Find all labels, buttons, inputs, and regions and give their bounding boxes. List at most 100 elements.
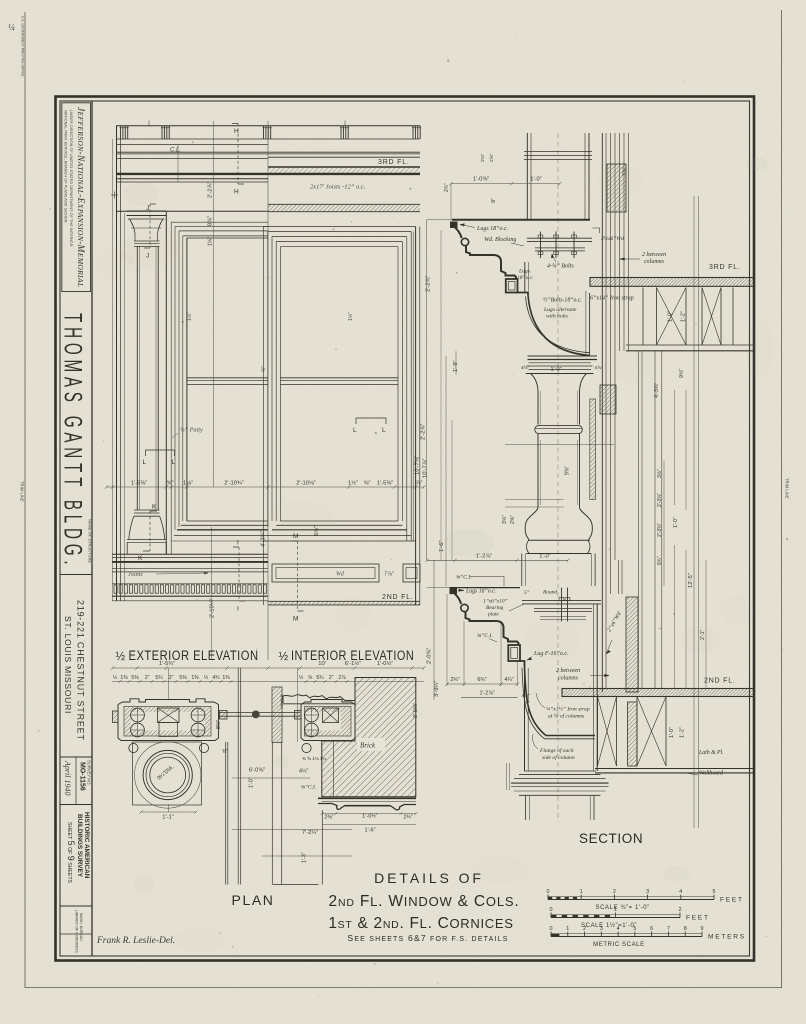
svg-text:1: 1 <box>614 907 617 913</box>
svg-text:2x17' Joists -12” o.c.: 2x17' Joists -12” o.c. <box>310 184 366 191</box>
svg-text:at ℅ of columns: at ℅ of columns <box>548 713 584 720</box>
svg-text:4¼”: 4¼” <box>504 677 513 683</box>
svg-text:5⅜: 5⅜ <box>179 675 187 681</box>
svg-text:9: 9 <box>701 926 704 932</box>
svg-text:J: J <box>146 205 149 212</box>
svg-text:INTERIOR ELEVATION: INTERIOR ELEVATION <box>291 648 414 664</box>
svg-text:Bearing: Bearing <box>486 605 504 611</box>
svg-text:2: 2 <box>613 889 616 895</box>
svg-text:L: L <box>172 459 176 466</box>
svg-text:1'-6”: 1'-6” <box>364 828 375 834</box>
svg-text:9⅝”: 9⅝” <box>679 369 685 378</box>
svg-text:7: 7 <box>667 926 670 932</box>
svg-text:TRIM LINE: TRIM LINE <box>785 478 790 499</box>
svg-text:6¾”: 6¾” <box>657 556 663 565</box>
svg-text:3: 3 <box>646 889 649 895</box>
svg-text:3RD FL.: 3RD FL. <box>709 264 741 271</box>
svg-text:1'-0½”: 1'-0½” <box>362 813 378 820</box>
svg-text:5⅜: 5⅜ <box>131 675 139 681</box>
svg-text:1'-0”: 1'-0” <box>669 727 675 738</box>
svg-text:1'-5⅜”: 1'-5⅜” <box>131 480 147 486</box>
svg-text:Wd. Blocking: Wd. Blocking <box>484 237 516 243</box>
svg-text:1'-2”: 1'-2” <box>680 727 686 738</box>
svg-text:4½”: 4½” <box>521 364 530 371</box>
svg-text:1'-3”: 1'-3” <box>302 852 308 863</box>
svg-text:MO-1156: MO-1156 <box>79 762 86 791</box>
svg-text:1⅛”: 1⅛” <box>187 312 193 321</box>
svg-text:⅜”: ⅜” <box>222 749 228 755</box>
svg-text:1⅜: 1⅜ <box>120 675 128 681</box>
svg-text:⅜” Putty: ⅜” Putty <box>180 427 203 434</box>
svg-text:7'-2¼”: 7'-2¼” <box>302 830 318 836</box>
svg-text:SECTION: SECTION <box>579 831 643 846</box>
svg-text:April 1940: April 1940 <box>63 760 72 795</box>
svg-text:6”x14” Iron strap: 6”x14” Iron strap <box>590 295 634 302</box>
svg-text:0: 0 <box>547 889 550 895</box>
svg-text:¼”x1½” Iron strap: ¼”x1½” Iron strap <box>546 706 590 713</box>
svg-text:½: ½ <box>279 651 289 663</box>
svg-text:1'-0½”: 1'-0½” <box>377 660 393 667</box>
svg-text:6'-1½”: 6'-1½” <box>345 660 361 667</box>
svg-text:WASH. BUREAU: WASH. BUREAU <box>79 913 83 941</box>
svg-text:H: H <box>234 189 239 196</box>
svg-text:10'-7⅞”: 10'-7⅞” <box>423 458 429 478</box>
svg-text:3RD FL.: 3RD FL. <box>378 159 410 166</box>
svg-text:2⅝”: 2⅝” <box>510 515 516 524</box>
svg-text:Frank R. Leslie-Del.: Frank R. Leslie-Del. <box>96 936 175 946</box>
svg-text:THOMAS GANTT BLDG.: THOMAS GANTT BLDG. <box>58 313 86 569</box>
svg-text:Lath & Pl.: Lath & Pl. <box>698 750 724 756</box>
svg-text:18”o.c.: 18”o.c. <box>517 275 534 281</box>
svg-text:0: 0 <box>550 926 553 932</box>
svg-text:1⅛”: 1⅛” <box>208 237 214 246</box>
svg-text:7⅞”: 7⅞” <box>384 572 394 578</box>
svg-text:1⅜: 1⅜ <box>222 675 230 681</box>
svg-text:1'-2”: 1'-2” <box>681 311 687 322</box>
svg-text:2ND FL.: 2ND FL. <box>382 594 414 601</box>
svg-text:SHEET 5 OF 9 SHEETS: SHEET 5 OF 9 SHEETS <box>66 822 76 884</box>
svg-text:1'-5⅜”: 1'-5⅜” <box>377 480 393 486</box>
svg-text:⅝”C.I.: ⅝”C.I. <box>456 575 472 581</box>
svg-text:2ND FL. WINDOW & COLS.: 2ND FL. WINDOW & COLS. <box>329 893 520 910</box>
svg-text:4¾: 4¾ <box>212 675 220 681</box>
svg-text:2'-10⅛”: 2'-10⅛” <box>296 480 316 486</box>
svg-text:6¾”: 6¾” <box>477 677 486 683</box>
svg-text:⅝”SASH: ⅝”SASH <box>280 694 284 709</box>
svg-text:M: M <box>293 616 298 623</box>
svg-text:5”: 5” <box>524 590 530 596</box>
svg-text:1'-1”: 1'-1” <box>162 815 173 821</box>
svg-text:⅜”C.I.: ⅜”C.I. <box>477 633 493 639</box>
svg-text:HISTORIC AMERICAN: HISTORIC AMERICAN <box>83 812 90 879</box>
svg-text:NATIONAL PARK SERVICE, BRANCH: NATIONAL PARK SERVICE, BRANCH OF PLANS A… <box>64 110 69 223</box>
svg-text:U.S. GOVERNMENT PRINTING OFFIC: U.S. GOVERNMENT PRINTING OFFICE <box>21 16 25 77</box>
svg-text:3'-0⅝”: 3'-0⅝” <box>413 703 419 718</box>
svg-text:5¾: 5¾ <box>316 675 324 681</box>
svg-text:METERS: METERS <box>708 934 746 941</box>
svg-text:1½”: 1½” <box>348 479 358 486</box>
svg-text:2'-10¾”: 2'-10¾” <box>224 480 244 486</box>
svg-text:TRIM LINE: TRIM LINE <box>20 481 25 502</box>
svg-text:⅝: ⅝ <box>308 675 313 681</box>
svg-text:1'-5¾”: 1'-5¾” <box>159 661 175 667</box>
svg-text:Round: Round <box>542 590 557 596</box>
svg-text:9”: 9” <box>491 198 497 203</box>
svg-text:Wd: Wd <box>336 572 344 578</box>
svg-text:I: I <box>237 606 239 613</box>
svg-text:0: 0 <box>550 907 553 913</box>
svg-text:2¾”: 2¾” <box>444 183 450 192</box>
svg-text:DETAILS OF: DETAILS OF <box>374 870 484 886</box>
svg-text:½: ½ <box>116 651 126 663</box>
svg-text:6'-0⅝”: 6'-0⅝” <box>249 768 265 774</box>
svg-text:C.L.: C.L. <box>170 148 181 154</box>
svg-text:1: 1 <box>580 889 583 895</box>
svg-text:1'-6”: 1'-6” <box>439 541 445 552</box>
svg-text:8⅝”: 8⅝” <box>216 720 222 729</box>
svg-text:1'-0”: 1'-0” <box>249 777 255 788</box>
svg-text:4'-3⅜”: 4'-3⅜” <box>654 383 660 398</box>
svg-text:Lugs: Lugs <box>518 269 530 275</box>
svg-text:SCALE 1½”=1'-0”: SCALE 1½”=1'-0” <box>581 922 637 929</box>
svg-text:2”: 2” <box>169 675 174 681</box>
svg-text:1⅜: 1⅜ <box>191 675 199 681</box>
svg-text:H: H <box>234 128 239 135</box>
svg-text:219-221 CHESTNUT STREET: 219-221 CHESTNUT STREET <box>76 600 86 741</box>
svg-text:2⅞: 2⅞ <box>338 675 346 681</box>
